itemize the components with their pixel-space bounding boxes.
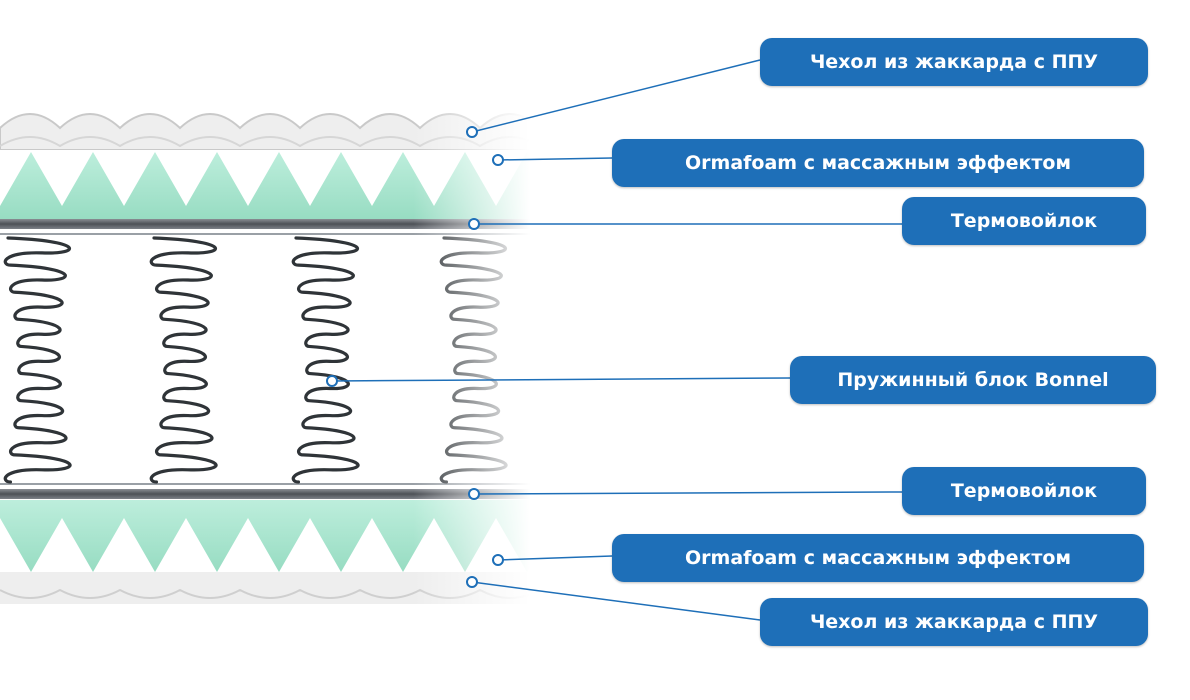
leader-line [473, 491, 903, 495]
label-cover-top: Чехол из жаккарда с ППУ [760, 38, 1148, 86]
leader-dot [492, 554, 504, 566]
label-foam-top: Ormafoam с массажным эффектом [612, 139, 1144, 187]
mattress-cross-section [0, 80, 530, 620]
leader-lines [326, 59, 903, 621]
leader-line [471, 59, 761, 133]
label-foam-bottom: Ormafoam с массажным эффектом [612, 534, 1144, 582]
label-springs: Пружинный блок Bonnel [790, 356, 1156, 404]
leader-dot [326, 375, 338, 387]
leader-line [497, 555, 613, 561]
leader-line [471, 581, 761, 621]
leader-dot [468, 218, 480, 230]
label-felt-bottom: Термовойлок [902, 467, 1146, 515]
leader-line [331, 377, 791, 382]
leader-dot [466, 126, 478, 138]
label-felt-top: Термовойлок [902, 197, 1146, 245]
leader-dot [466, 576, 478, 588]
leader-line [497, 157, 613, 161]
leader-dot [492, 154, 504, 166]
label-cover-bottom: Чехол из жаккарда с ППУ [760, 598, 1148, 646]
right-fade-overlay [0, 80, 530, 620]
leader-dot [468, 488, 480, 500]
